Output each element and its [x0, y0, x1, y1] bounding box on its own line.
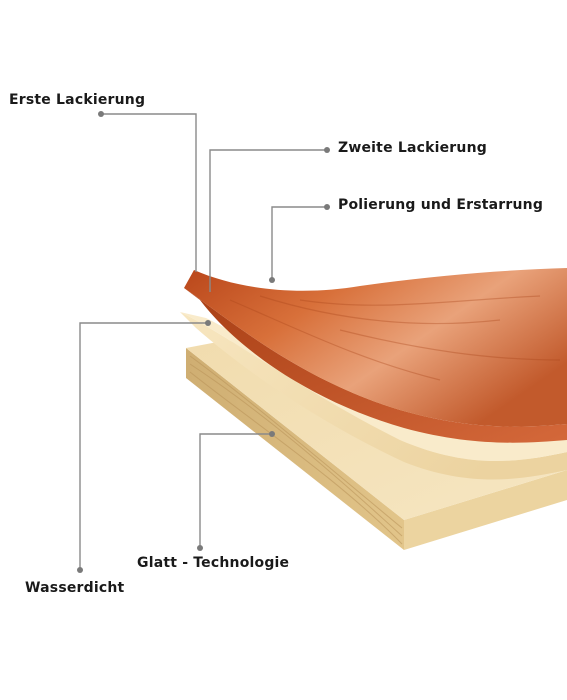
veneer-grain — [229, 295, 561, 381]
label-wasserdicht: Wasserdicht — [25, 580, 125, 596]
leader-glatt — [199, 433, 272, 548]
dot-polierung-end — [269, 277, 275, 283]
label-zweite-lackierung: Zweite Lackierung — [338, 140, 487, 156]
label-erste-lackierung: Erste Lackierung — [9, 92, 146, 108]
dot-polierung — [324, 204, 330, 210]
leader-lines — [79, 113, 327, 570]
dot-glatt — [197, 545, 203, 551]
leader-erste — [101, 113, 197, 272]
dot-zweite — [324, 147, 330, 153]
leader-zweite — [209, 149, 327, 292]
label-glatt-technologie: Glatt - Technologie — [137, 555, 290, 571]
dot-erste — [98, 111, 104, 117]
label-polierung-erstarrung: Polierung und Erstarrung — [338, 197, 544, 213]
board-grain — [189, 355, 403, 545]
leader-wasser — [79, 322, 208, 570]
cream-layer-top — [180, 312, 567, 462]
dot-wasser-top — [205, 320, 211, 326]
dot-wasser — [77, 567, 83, 573]
board-side-face — [186, 348, 404, 550]
cream-layer — [180, 312, 567, 480]
veneer-top — [184, 268, 567, 427]
dot-glatt-end — [269, 431, 275, 437]
veneer-underside — [184, 288, 567, 443]
leader-polierung — [271, 206, 327, 280]
leader-dots — [77, 111, 330, 573]
board-front-face — [404, 470, 567, 550]
veneer-layer — [184, 268, 567, 443]
